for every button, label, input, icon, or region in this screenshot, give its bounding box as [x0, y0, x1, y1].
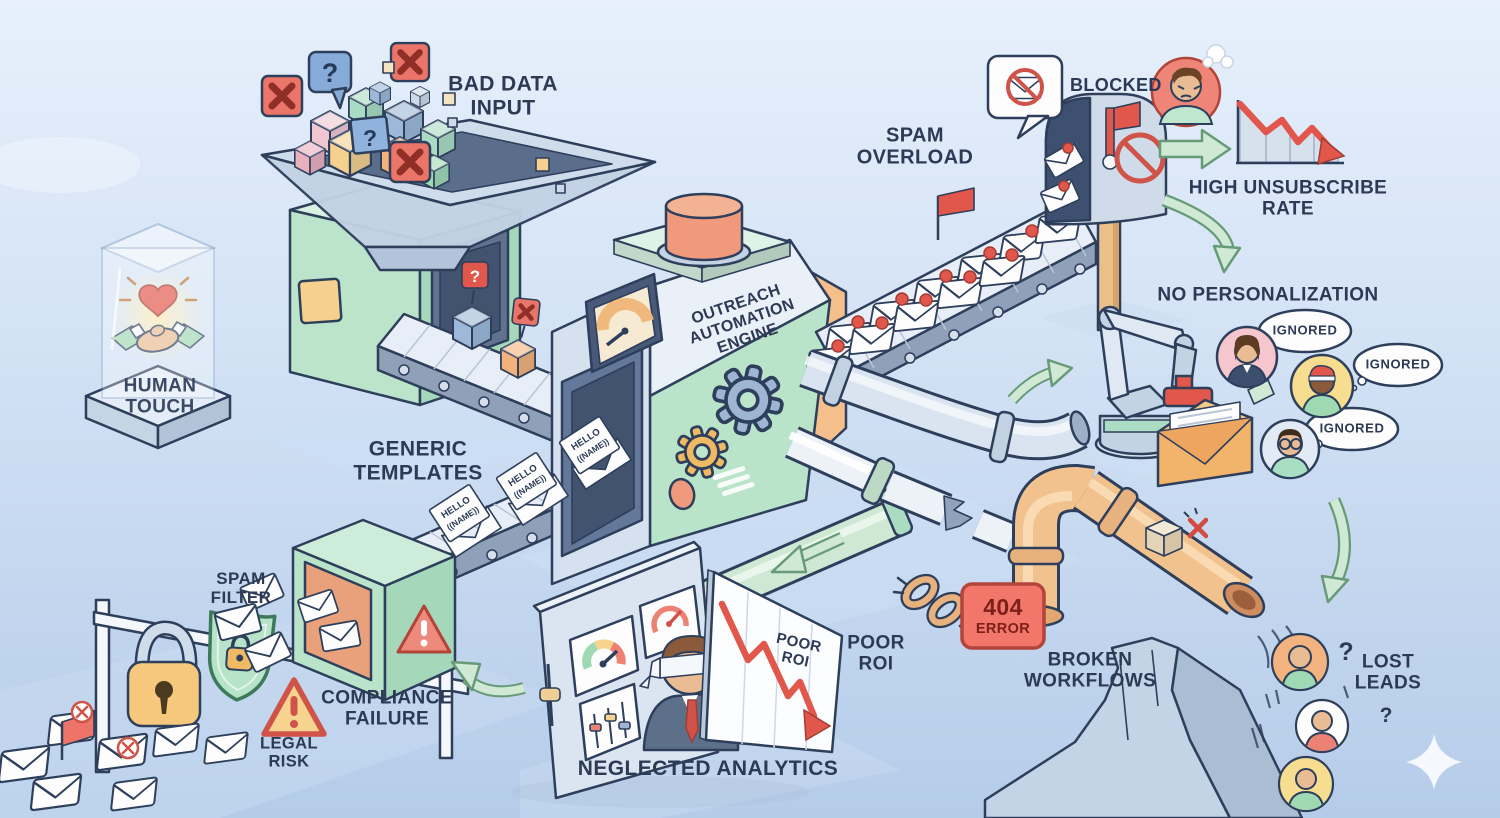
error-404-badge: [960, 582, 1046, 650]
question-glyph: ?: [470, 267, 480, 286]
human-touch-label: HUMAN TOUCH: [123, 375, 197, 418]
warning-triangle-icon: [396, 604, 452, 654]
lost-lead-avatar: [1277, 755, 1335, 813]
question-glyph: ?: [322, 58, 339, 88]
x-badge-icon: [388, 140, 432, 184]
decline-chart-icon: [1236, 100, 1346, 166]
mailbox-flag-icon: [1102, 101, 1141, 170]
spark-lines: [118, 276, 198, 302]
gauge-icon: [584, 272, 664, 374]
mailbox: [1039, 92, 1168, 332]
handshake-icon: [111, 321, 205, 353]
generic-templates-label: GENERIC TEMPLATES: [353, 437, 483, 484]
ignored-label: IGNORED: [1319, 420, 1385, 436]
warning-dome-light: [612, 192, 792, 283]
lost-lead-avatar: [1294, 698, 1350, 754]
blocked-bubble: [986, 54, 1064, 140]
x-badge-icon: [260, 74, 304, 118]
sparkle-icon: [1406, 734, 1462, 790]
blocked-envelope-icon: [1006, 68, 1044, 106]
x-mark-icon: [70, 700, 140, 760]
lost-leads-label: LOST LEADS: [1354, 651, 1422, 694]
spam-filter-label: SPAM FILTER: [210, 568, 272, 607]
x-tag-icon: [511, 297, 541, 338]
spam-overload-label: SPAM OVERLOAD: [856, 124, 974, 169]
lost-lead-avatar: [1270, 632, 1330, 692]
angry-user-avatar: [1150, 44, 1234, 128]
arrow-right-icon: [1158, 128, 1232, 170]
x-badge-icon: [389, 41, 431, 83]
curved-arrow-icon: [1161, 193, 1242, 274]
avatar-glasses: [1259, 418, 1321, 480]
question-glyph: ?: [363, 125, 377, 151]
conveyor-belt-input: ?: [376, 261, 608, 454]
neglected-analytics-label: NEGLECTED ANALYTICS: [577, 757, 839, 781]
question-bubble-icon: ?: [307, 50, 353, 110]
poor-roi-screen: [699, 569, 844, 754]
poor-roi-label: POOR ROI: [847, 632, 905, 675]
stamp-icon: [1162, 374, 1214, 408]
conveyor-belt-spam: [804, 187, 1098, 400]
human-touch-case: [84, 222, 232, 450]
valve-x-icon: [1145, 507, 1209, 557]
curved-arrow-icon: [450, 660, 526, 698]
heart-icon: [138, 284, 178, 318]
avatar-cap: [1289, 353, 1355, 419]
ignored-label: IGNORED: [1272, 322, 1338, 338]
compliance-failure-box: [213, 518, 457, 702]
lost-leads-group: ? ?: [1250, 625, 1462, 813]
ignored-prospects: [1215, 308, 1444, 480]
arrow-down-left-icon: [770, 532, 845, 574]
question-tile-icon: ?: [349, 115, 391, 155]
bad-data-input-label: BAD DATA INPUT: [448, 72, 558, 119]
gauge-icon: [568, 614, 640, 698]
sliders-icon: [578, 682, 642, 762]
floating-squares: [382, 61, 566, 194]
question-glyph: ?: [1338, 638, 1353, 666]
high-unsubscribe-label: HIGH UNSUBSCRIBE RATE: [1188, 177, 1388, 220]
curved-arrow-icon: [1007, 358, 1074, 405]
stamped-envelope-icon: [1156, 398, 1254, 488]
question-tag-icon: ?: [461, 261, 489, 305]
ignored-label: IGNORED: [1365, 356, 1431, 372]
pipe-broken-glass: [785, 426, 1019, 553]
no-personalization-label: NO PERSONALIZATION: [1157, 284, 1379, 306]
error-404-label: 404 ERROR: [975, 594, 1031, 637]
broken-workflows-label: BROKEN WORKFLOWS: [1023, 649, 1157, 692]
question-glyph: ?: [1380, 704, 1393, 727]
rejected-envelopes: [0, 700, 249, 812]
flag-icon: [936, 187, 975, 240]
pipe-orange: [1007, 463, 1266, 628]
curved-arrow-icon: [1320, 497, 1351, 604]
steam-icon: [1202, 44, 1234, 69]
pipe-grey: [799, 349, 1091, 464]
chain-broken-icon: [892, 573, 974, 634]
avatar-woman: [1215, 325, 1279, 389]
legal-risk-triangle-icon: [261, 677, 327, 737]
compliance-failure-label: COMPLIANCE FAILURE: [321, 687, 453, 730]
vent-lines: [712, 466, 755, 496]
blocked-label: BLOCKED: [1070, 74, 1162, 95]
analytics-dashboard: [510, 540, 844, 808]
robot-arm: [1094, 305, 1275, 488]
legal-risk-label: LEGAL RISK: [260, 734, 318, 771]
cliff: [983, 636, 1304, 818]
padlock-icon: [126, 620, 202, 728]
